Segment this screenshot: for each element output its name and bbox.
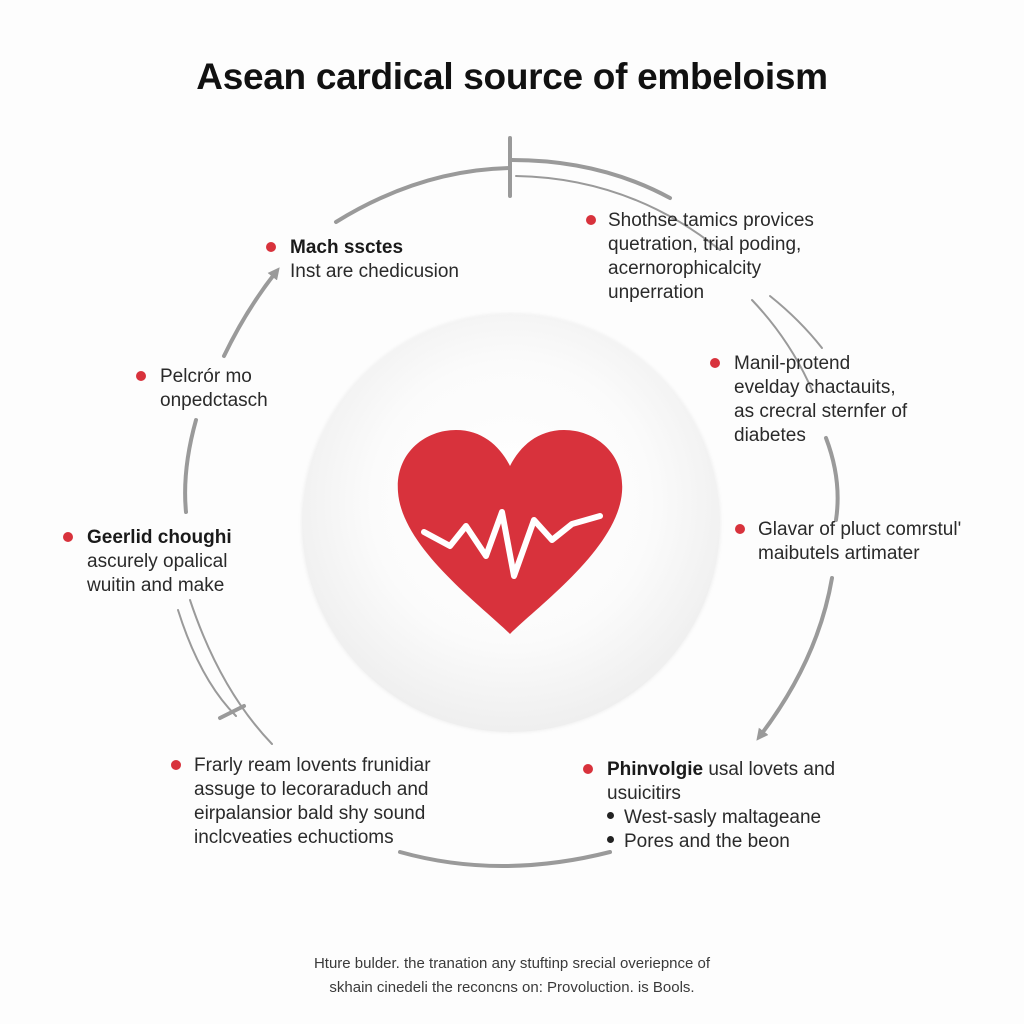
node-bullet-item: West-sasly maltageane: [607, 806, 835, 830]
node-heading: Geerlid choughi: [87, 527, 232, 548]
node-text-line: Manil-protend: [734, 353, 851, 374]
ring-arc-top-right-inner: [515, 175, 721, 251]
node-text-line: Glavar of pluct comrstul': [758, 519, 962, 540]
node-marker-dot: [171, 760, 181, 770]
node-text-line: unperration: [608, 282, 705, 303]
node-text-line: diabetes: [734, 425, 806, 446]
node-text-line: maibutels artimater: [758, 543, 920, 564]
node-marker-dot: [583, 764, 593, 774]
ring-arc-right-lower: [756, 576, 834, 741]
footer-line: Hture bulder. the tranation any stuftinp…: [313, 955, 711, 972]
ring-arc-left-upper: [222, 267, 280, 358]
ring-arc-right: [824, 436, 840, 522]
ring-tick-bottom-left: [218, 704, 246, 720]
node-text-line: wuitin and make: [87, 575, 225, 596]
node-bottom-right: Phinvolgie usal lovets and usuicitirs We…: [583, 758, 836, 854]
node-text-line: assuge to lecoraraduch and: [194, 779, 429, 800]
node-text-line: Inst are chedicusion: [290, 261, 459, 282]
bullet-dot: [607, 812, 614, 820]
bullet-dot: [607, 836, 614, 844]
node-marker-dot: [63, 532, 73, 542]
footer-line: skhain cinedeli the reconcns on: Provolu…: [329, 979, 695, 996]
footer-caption: Hture bulder. the tranation any stuftinp…: [0, 952, 1024, 1000]
node-text-line: as crecral sternfer of: [734, 401, 908, 422]
diagram-title: Asean cardical source of embeloism: [196, 56, 828, 97]
node-text-line: onpedctasch: [160, 390, 268, 411]
node-text-line: evelday chactauits,: [734, 377, 896, 398]
ring-arc-top-right: [510, 158, 672, 200]
ring-arc-left-lower-2: [189, 599, 273, 745]
node-marker-dot: [136, 371, 146, 381]
node-text-line: usuicitirs: [607, 783, 681, 804]
node-text-line: inclcveaties echuctioms: [194, 827, 394, 848]
node-text-line: ascurely opalical: [87, 551, 228, 572]
node-marker-dot: [586, 215, 596, 225]
node-top-right: Shothse tamics provices quetration, tria…: [586, 209, 814, 305]
node-left-upper: Pelcrór mo onpedctasch: [136, 365, 268, 413]
node-bullet-item: Pores and the beon: [607, 830, 835, 854]
node-heading-rest: usal lovets and: [703, 759, 836, 780]
node-left-middle: Geerlid choughi ascurely opalical wuitin…: [63, 526, 232, 598]
node-text-line: acernorophicalcity: [608, 258, 762, 279]
node-right-middle: Glavar of pluct comrstul' maibutels arti…: [735, 518, 962, 566]
node-bottom-left: Frarly ream lovents frunidiar assuge to …: [171, 754, 431, 850]
node-heading: Mach ssctes: [290, 237, 404, 258]
ring-arc-right-upper-2: [769, 295, 823, 349]
node-text-line: eirpalansior bald shy sound: [194, 803, 426, 824]
node-text-line: Shothse tamics provices: [608, 210, 814, 231]
node-text-line: Pelcrór mo: [160, 366, 252, 387]
node-right-upper: Manil-protend evelday chactauits, as cre…: [710, 352, 908, 448]
node-top-left: Mach ssctes Inst are chedicusion: [266, 236, 459, 284]
node-heading: Phinvolgie: [607, 759, 704, 780]
ring-arc-top: [334, 166, 512, 224]
ring-arc-bottom: [398, 850, 612, 868]
ring-arc-right-upper: [751, 299, 813, 391]
bullet-text: Pores and the beon: [624, 831, 790, 852]
node-marker-dot: [710, 358, 720, 368]
node-marker-dot: [735, 524, 745, 534]
ring-arc-left: [183, 418, 198, 514]
node-text-line: Frarly ream lovents frunidiar: [194, 755, 431, 776]
ring-arc-left-lower: [177, 609, 237, 717]
node-marker-dot: [266, 242, 276, 252]
bullet-text: West-sasly maltageane: [624, 807, 822, 828]
node-text-line: quetration, trial poding,: [608, 234, 802, 255]
heart-pulse-icon: [394, 428, 626, 638]
